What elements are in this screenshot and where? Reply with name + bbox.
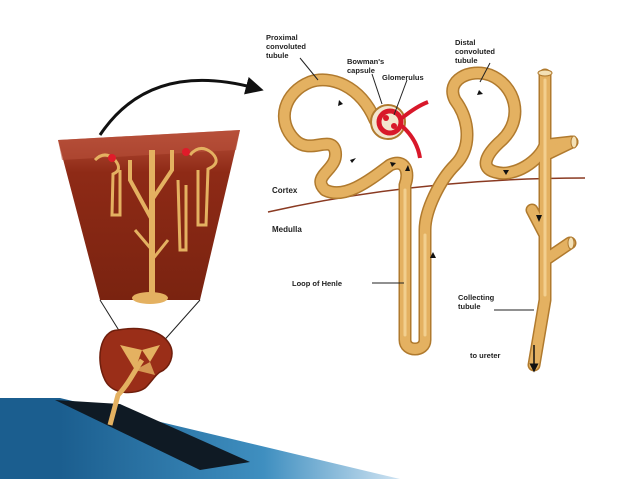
label-proximal-convoluted-tubule-2: convoluted xyxy=(266,42,306,51)
renal-tissue-wedge xyxy=(58,130,240,304)
label-medulla: Medulla xyxy=(272,225,302,234)
nephron-tubule xyxy=(277,66,579,372)
label-distal-convoluted-tubule-3: tubule xyxy=(455,56,478,65)
bowmans-capsule xyxy=(370,100,429,159)
label-cortex: Cortex xyxy=(272,186,298,195)
leader-lines xyxy=(299,57,534,311)
label-to-ureter: to ureter xyxy=(470,351,501,360)
label-proximal-convoluted-tubule-3: tubule xyxy=(266,51,289,60)
blood-vessel xyxy=(400,100,429,120)
label-glomerulus: Glomerulus xyxy=(382,73,424,82)
label-collecting-tubule-1: Collecting xyxy=(458,293,495,302)
label-loop-of-henle: Loop of Henle xyxy=(292,279,342,288)
slide-decoration xyxy=(0,398,400,479)
label-collecting-tubule-2: tubule xyxy=(458,302,481,311)
label-bowmans-capsule-1: Bowman's xyxy=(347,57,384,66)
label-bowmans-capsule-2: capsule xyxy=(347,66,375,75)
curved-arrow xyxy=(98,76,264,136)
label-distal-convoluted-tubule-1: Distal xyxy=(455,38,475,47)
label-proximal-convoluted-tubule-1: Proximal xyxy=(266,33,298,42)
label-distal-convoluted-tubule-2: convoluted xyxy=(455,47,495,56)
flow-arrows xyxy=(338,90,542,258)
kidney-illustration xyxy=(99,327,173,426)
